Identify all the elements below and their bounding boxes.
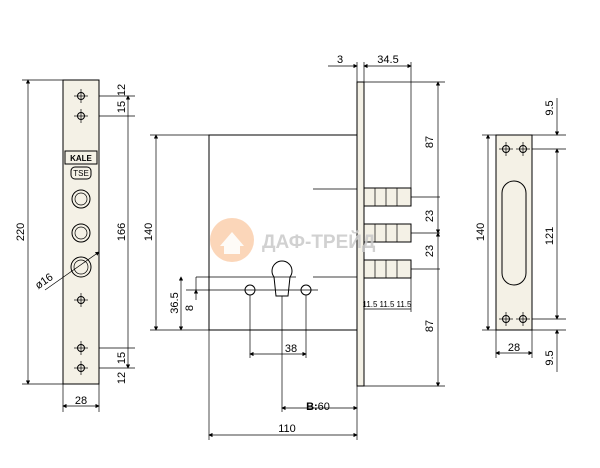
upper-height-label: 87: [424, 136, 436, 148]
lock-body-view: 3 34.5 87 87 23 23 11.5 11.5 11.5 140 36…: [143, 54, 445, 440]
cylinder-keyhole: [271, 260, 293, 297]
brand-label: KALE: [70, 154, 92, 163]
strike-slot: [501, 180, 527, 286]
handle-spacing-label: 38: [285, 343, 297, 355]
bolt-projection-label: 34.5: [377, 54, 398, 66]
body-width-label: 110: [278, 423, 296, 435]
tse-mark-label: TSE: [73, 169, 89, 178]
faceplate-height-label: 220: [15, 223, 27, 241]
lower-height-label: 87: [424, 320, 436, 332]
backset-value: 60: [318, 401, 330, 413]
strike-plate: [495, 134, 533, 331]
tse-mark: [70, 166, 92, 180]
faceplate-bottom-offset-2: 12: [116, 372, 128, 384]
faceplate-top-offset-1: 12: [116, 84, 128, 96]
watermark: ДАФ-ТРЕЙД: [210, 218, 376, 262]
bolt-width-2-label: 11.5: [380, 300, 396, 309]
faceplate-bolt-holes: [70, 189, 92, 278]
kale-logo: [64, 150, 98, 165]
locking-bolts: [363, 187, 412, 279]
faceplate-screw-holes: [74, 89, 88, 375]
faceplate-bottom-offset-1: 15: [116, 352, 128, 364]
faceplate-top-offset-2: 15: [116, 101, 128, 113]
cylinder-height-label: 36.5: [169, 292, 181, 313]
bolt-width-1-label: 11.5: [363, 300, 379, 309]
hole-diameter-label: ø16: [33, 271, 55, 292]
backset-label: B:60: [306, 401, 330, 413]
strike-bottom-offset-label: 9.5: [544, 350, 556, 365]
faceplate-width-label: 28: [75, 395, 87, 407]
faceplate-span-label: 166: [116, 223, 128, 241]
strike-plate-view: 140 121 9.5 9.5 28: [475, 98, 566, 372]
bolt-pitch-1-label: 23: [424, 210, 436, 222]
body-height-label: 140: [143, 223, 155, 241]
strike-thickness-label: 3: [337, 54, 343, 66]
strike-screw-holes: [499, 142, 530, 326]
faceplate: [62, 79, 100, 385]
bolt-pitch-2-label: 23: [424, 245, 436, 257]
strike-width-label: 28: [508, 342, 520, 354]
strike-hole-spacing-label: 121: [544, 227, 556, 245]
faceplate-view: 220 166 12 15 15 12 28 KALE TSE: [15, 79, 135, 412]
cylinder-offset-label: 8: [184, 305, 196, 311]
strike-height-label: 140: [475, 223, 487, 241]
strike-top-offset-label: 9.5: [544, 100, 556, 115]
watermark-text: ДАФ-ТРЕЙД: [262, 231, 376, 253]
backset-prefix: B:: [306, 401, 318, 413]
bolt-width-3-label: 11.5: [397, 300, 413, 309]
